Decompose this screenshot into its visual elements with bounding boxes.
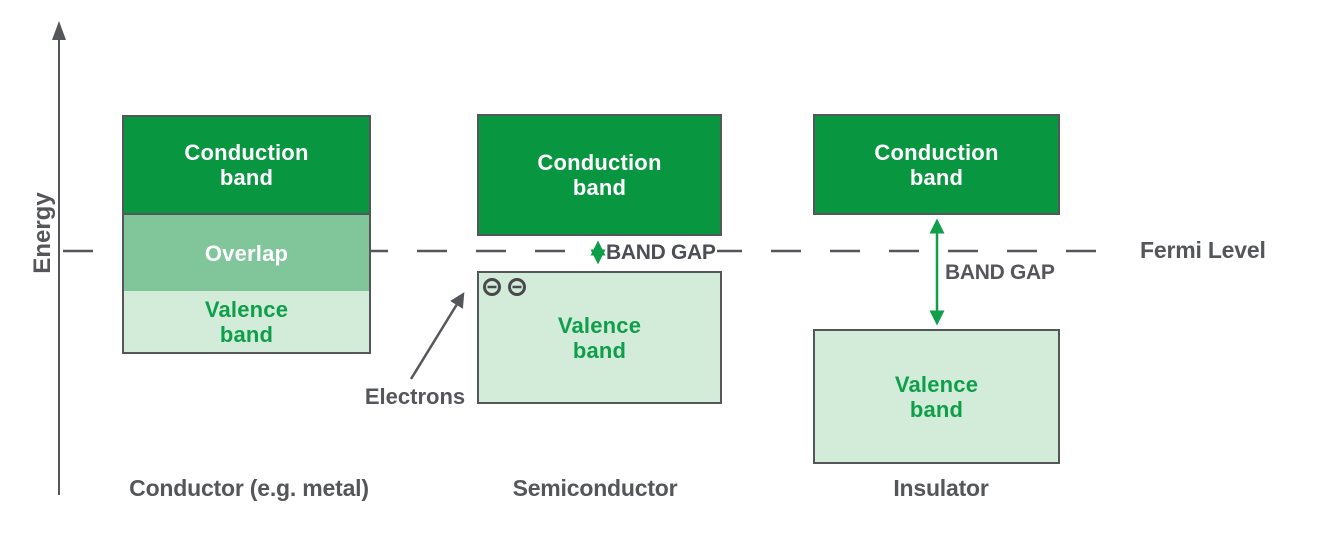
insulator-caption: Insulator [893,475,989,501]
conductor-valence-band: Valence band [124,291,369,352]
insulator-band-gap-label: BAND GAP [945,261,1055,284]
insulator-conduction-band: Conduction band [813,114,1060,215]
insulator-conduction-band-label: Conduction band [874,139,999,190]
fermi-level-label: Fermi Level [1140,237,1266,263]
conductor-valence-band-label: Valence band [204,296,289,347]
semiconductor-conduction-band-label: Conduction band [537,150,662,200]
electrons-arrow [409,292,465,380]
electrons-label: Electrons [364,384,466,409]
semiconductor-valence-band-label: Valence band [557,312,642,363]
conductor-conduction-band: Conduction band [124,117,369,215]
semiconductor-conduction-band: Conduction band [477,114,722,236]
semiconductor-band-gap-label: BAND GAP [606,240,716,264]
semiconductor-caption: Semiconductor [512,475,678,501]
energy-axis-label: Energy [29,192,56,274]
insulator-valence-band-label: Valence band [894,371,979,422]
conductor-overlap-band: Overlap [124,215,369,291]
conductor-caption: Conductor (e.g. metal) [129,475,369,501]
semiconductor-valence-band: Valence band [477,271,722,404]
energy-axis-arrowhead-icon [52,21,66,40]
semiconductor-band-gap-chip: BAND GAP [582,238,717,267]
insulator-valence-band: Valence band [813,329,1060,464]
conductor-overlap-label: Overlap [204,240,289,266]
conductor-conduction-band-label: Conduction band [184,140,309,190]
conductor-band-stack: Conduction band Overlap Valence band [122,115,371,354]
